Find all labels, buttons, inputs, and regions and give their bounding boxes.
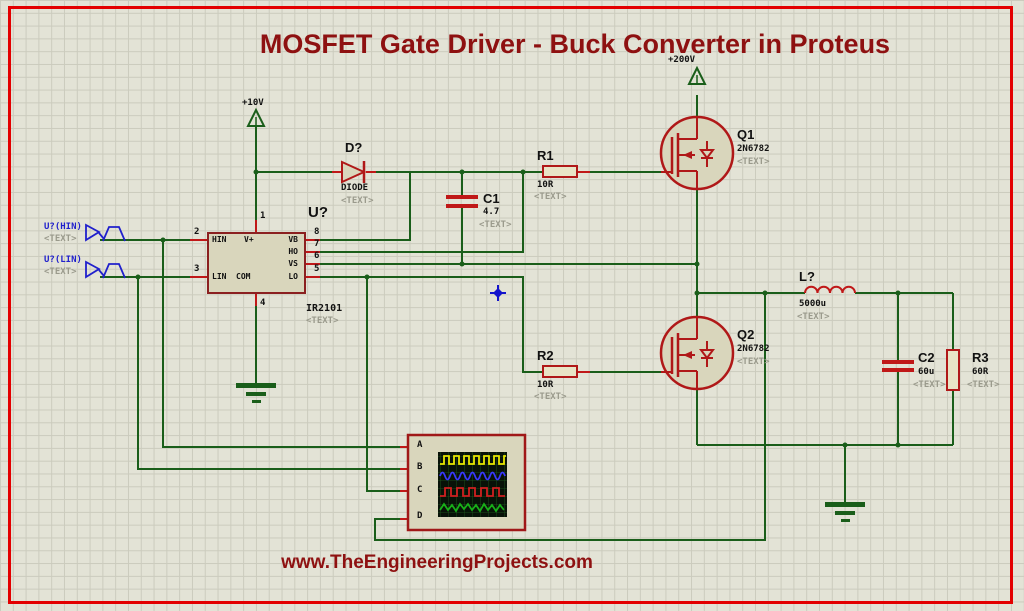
wire-lo	[320, 276, 543, 373]
wire-scope-c	[366, 277, 400, 492]
resistor-r3[interactable]	[946, 349, 960, 391]
junction-dots	[135, 169, 901, 448]
pin-label-lo: LO	[288, 272, 298, 281]
c2-ref: C2	[918, 350, 935, 365]
d1-ref: D?	[345, 140, 363, 155]
ic-ir2101[interactable]	[207, 232, 306, 294]
ic-part: IR2101	[306, 303, 343, 314]
scope-trace-a	[440, 455, 506, 465]
wire-vb	[320, 172, 411, 241]
ic-text: <TEXT>	[306, 316, 339, 326]
pin-num-8: 8	[314, 227, 320, 237]
bus-power-arrow-icon[interactable]	[687, 65, 707, 85]
resistor-r1[interactable]	[542, 165, 578, 178]
c1-text: <TEXT>	[479, 220, 512, 230]
c1-ref: C1	[483, 191, 500, 206]
scope-trace-c	[440, 487, 505, 497]
hin-source-text: <TEXT>	[44, 234, 77, 244]
wire-output	[855, 292, 954, 360]
r1-value: 10R	[537, 180, 554, 190]
l1-value: 5000u	[799, 299, 827, 309]
pin-label-hin: HIN	[212, 235, 227, 244]
r2-ref: R2	[537, 348, 554, 363]
wire-vs	[320, 208, 697, 265]
mosfet-q2[interactable]	[659, 315, 735, 391]
inductor-l1[interactable]	[804, 285, 856, 294]
vcc-label: +10V	[242, 98, 264, 108]
l1-text: <TEXT>	[797, 312, 830, 322]
pin-stubs	[190, 171, 590, 520]
bus-label: +200V	[668, 55, 696, 65]
c2-text: <TEXT>	[913, 380, 946, 390]
pin-num-4: 4	[260, 298, 266, 308]
wire-scope-b	[137, 277, 400, 470]
q1-text: <TEXT>	[737, 157, 770, 167]
footer-website: www.TheEngineeringProjects.com	[281, 552, 593, 573]
pin-label-com: COM	[236, 272, 251, 281]
mosfet-q1[interactable]	[659, 115, 735, 191]
scope-channel-b: B	[417, 462, 423, 472]
output-ground-icon[interactable]	[825, 502, 865, 522]
lin-source-ref: U?(LIN)	[44, 255, 82, 265]
hin-source-ref: U?(HIN)	[44, 222, 82, 232]
r3-text: <TEXT>	[967, 380, 1000, 390]
vcc-power-arrow-icon[interactable]	[246, 107, 266, 127]
q1-ref: Q1	[737, 127, 755, 142]
c1-value: 4.7	[483, 207, 500, 217]
pin-label-vplus: V+	[244, 235, 254, 244]
pin-label-vb: VB	[288, 235, 298, 244]
oscilloscope[interactable]	[406, 433, 527, 532]
hin-source-icon[interactable]	[85, 223, 126, 242]
r3-value: 60R	[972, 367, 989, 377]
page-title: MOSFET Gate Driver - Buck Converter in P…	[259, 29, 891, 59]
pin-num-6: 6	[314, 251, 320, 261]
q2-part: 2N6782	[737, 344, 770, 354]
capacitor-c2[interactable]	[882, 360, 914, 372]
scope-channel-d: D	[417, 511, 423, 521]
wire-scope-d	[374, 293, 766, 541]
q1-part: 2N6782	[737, 144, 770, 154]
ic-ground-icon[interactable]	[236, 383, 276, 403]
lin-source-icon[interactable]	[85, 260, 126, 279]
r2-text: <TEXT>	[534, 392, 567, 402]
q2-text: <TEXT>	[737, 357, 770, 367]
lin-source-text: <TEXT>	[44, 267, 77, 277]
resistor-r2[interactable]	[542, 365, 578, 378]
edit-cursor-icon	[490, 285, 506, 301]
r1-ref: R1	[537, 148, 554, 163]
wire-ho	[320, 172, 524, 253]
pin-num-2: 2	[194, 227, 200, 237]
pin-label-vs: VS	[288, 259, 298, 268]
r2-value: 10R	[537, 380, 554, 390]
pin-num-1: 1	[260, 211, 266, 221]
pin-num-5: 5	[314, 264, 320, 274]
r1-text: <TEXT>	[534, 192, 567, 202]
d1-value: DIODE	[341, 183, 369, 193]
ic-ref: U?	[308, 204, 328, 221]
scope-channel-a: A	[417, 440, 423, 450]
q2-ref: Q2	[737, 327, 755, 342]
scope-trace-d	[439, 502, 505, 513]
r3-ref: R3	[972, 350, 989, 365]
diode-d1[interactable]	[341, 160, 367, 184]
wire-switch-node	[696, 189, 805, 317]
pin-num-3: 3	[194, 264, 200, 274]
wire-bootstrap-top	[376, 171, 543, 196]
capacitor-c1[interactable]	[446, 195, 478, 208]
pin-label-ho: HO	[288, 247, 298, 256]
scope-trace-b	[439, 471, 506, 481]
l1-ref: L?	[799, 269, 815, 284]
pin-label-lin: LIN	[212, 272, 227, 281]
c2-value: 60u	[918, 367, 935, 377]
d1-text: <TEXT>	[341, 196, 374, 206]
wire-scope-a	[162, 240, 400, 448]
scope-channel-c: C	[417, 485, 423, 495]
wire-ground-rail	[696, 372, 954, 502]
pin-num-7: 7	[314, 239, 320, 249]
